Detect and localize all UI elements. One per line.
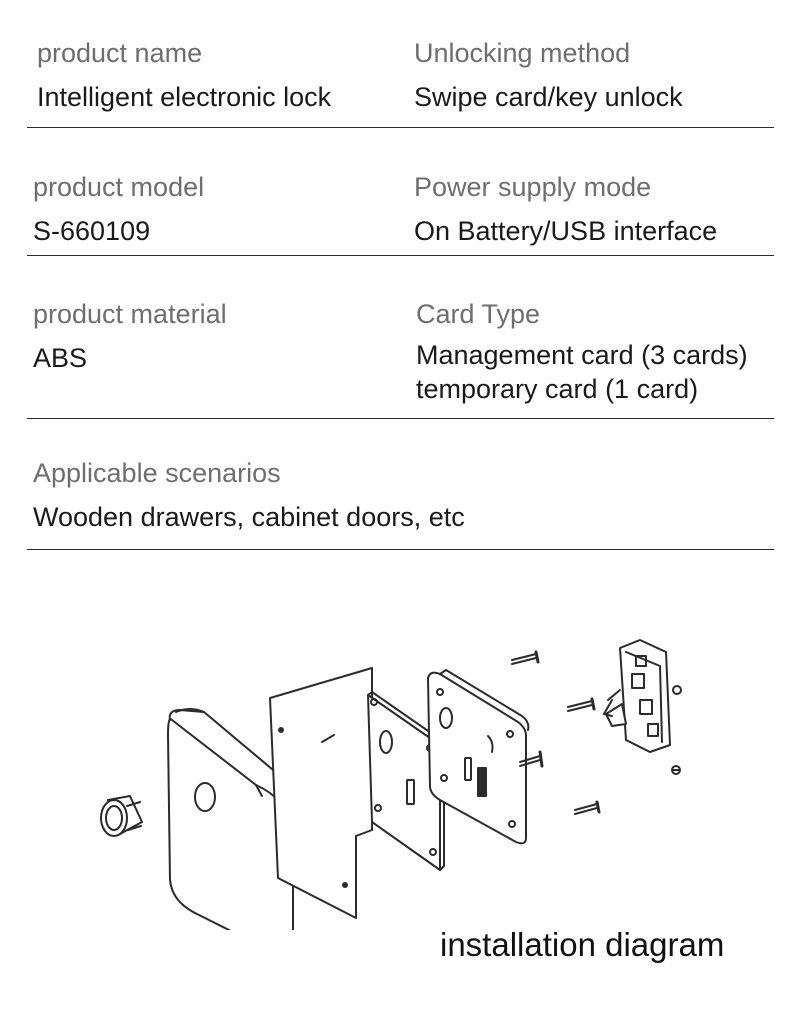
unlocking-method-label: Unlocking method <box>414 38 631 68</box>
lock-body <box>427 669 530 845</box>
product-name-label: product name <box>37 38 203 68</box>
diagram-caption: installation diagram <box>440 926 725 963</box>
row-divider-3 <box>27 418 774 419</box>
power-supply-mode-value: On Battery/USB interface <box>414 216 718 246</box>
product-material-value: ABS <box>33 343 88 373</box>
screws <box>511 650 681 815</box>
card-type-value-line2: temporary card (1 card) <box>416 374 699 404</box>
latch-assembly <box>603 639 682 753</box>
mounting-plate <box>367 691 445 871</box>
row-divider-2 <box>27 255 774 256</box>
applicable-scenarios-label: Applicable scenarios <box>33 458 281 488</box>
unlocking-method-value: Swipe card/key unlock <box>414 82 683 112</box>
product-name-value: Intelligent electronic lock <box>37 82 332 112</box>
row-divider-4 <box>27 549 774 550</box>
card-type-value-line1: Management card (3 cards) <box>416 340 748 370</box>
card-type-label: Card Type <box>416 299 541 329</box>
product-material-label: product material <box>33 299 227 329</box>
applicable-scenarios-value: Wooden drawers, cabinet doors, etc <box>33 502 465 532</box>
product-model-label: product model <box>33 172 205 202</box>
installation-diagram-illustration <box>100 639 682 930</box>
door-panel <box>269 667 373 919</box>
product-model-value: S-660109 <box>33 216 151 246</box>
row-divider-1 <box>27 127 774 128</box>
power-supply-mode-label: Power supply mode <box>414 172 652 202</box>
key-cylinder <box>100 795 143 837</box>
